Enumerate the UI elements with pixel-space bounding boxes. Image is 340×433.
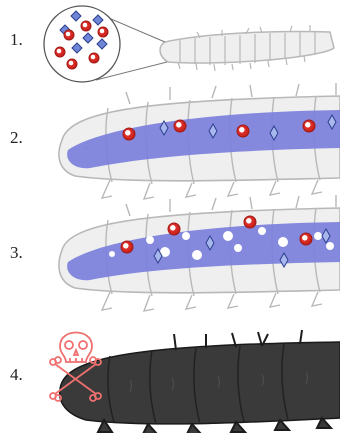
magnifier-circle-icon: [44, 6, 120, 82]
step-2-caterpillar: [59, 83, 340, 199]
step-1-caterpillar: [160, 25, 334, 71]
step-3-caterpillar: [59, 195, 340, 311]
step-4-dead-caterpillar: [60, 330, 340, 433]
